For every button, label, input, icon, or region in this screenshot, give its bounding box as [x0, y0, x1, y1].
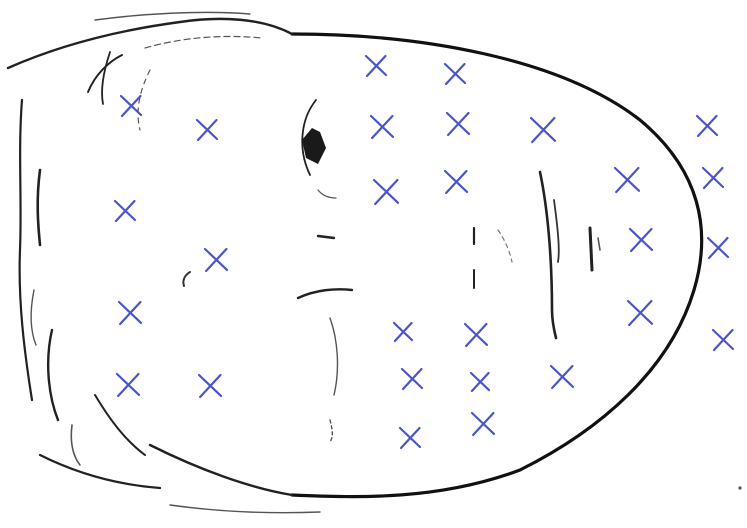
x-marker — [445, 171, 467, 193]
x-marker — [628, 301, 652, 325]
x-marker — [697, 116, 717, 136]
x-marker — [371, 116, 393, 138]
oval-outline — [292, 34, 702, 497]
sketch-stroke — [498, 230, 512, 262]
sketch-stroke — [138, 70, 150, 130]
sketch-stroke — [330, 420, 332, 442]
sketch-stroke — [183, 272, 190, 286]
sketch-stroke — [20, 100, 32, 400]
x-marker — [471, 373, 489, 391]
mouth-stroke — [298, 289, 352, 298]
sketch-stroke — [170, 505, 320, 513]
x-marker — [531, 118, 555, 142]
x-marker — [366, 56, 386, 76]
x-marker — [197, 120, 217, 140]
sketch-stroke — [31, 290, 36, 345]
x-marker — [394, 323, 412, 341]
x-marker — [615, 168, 639, 192]
sketch-stroke — [8, 19, 292, 68]
sketch-stroke — [330, 318, 337, 395]
x-marker — [703, 168, 723, 188]
sketch-stroke — [95, 395, 145, 455]
x-marker — [551, 366, 573, 388]
sketch-stroke — [145, 36, 262, 48]
x-marker — [445, 64, 465, 84]
sketch-stroke — [48, 330, 58, 420]
sketch-stroke — [38, 170, 40, 245]
x-marker — [117, 374, 139, 396]
x-marker — [121, 96, 141, 116]
x-marker — [400, 428, 420, 448]
sketch-stroke — [590, 228, 592, 270]
x-markers — [115, 56, 733, 448]
eye-stroke — [318, 190, 336, 198]
x-marker — [447, 113, 469, 135]
sketch-stroke — [554, 200, 559, 262]
sketch-stroke — [598, 238, 600, 250]
x-marker — [630, 229, 652, 251]
sketch-stroke — [150, 445, 292, 495]
sketch-stroke — [40, 455, 160, 488]
x-marker — [402, 369, 422, 389]
x-marker — [119, 302, 141, 324]
x-marker — [199, 375, 221, 397]
sketch-stroke — [540, 172, 556, 338]
speck — [738, 486, 741, 489]
x-marker — [708, 238, 728, 258]
sketch-stroke — [71, 425, 80, 465]
eye-mark — [302, 128, 326, 164]
x-marker — [472, 413, 494, 435]
x-marker — [713, 330, 733, 350]
sketch-stroke — [102, 52, 110, 104]
x-marker — [205, 249, 227, 271]
nose-stroke — [318, 236, 334, 238]
x-marker — [374, 180, 398, 204]
x-marker — [115, 201, 135, 221]
x-marker — [465, 324, 487, 346]
